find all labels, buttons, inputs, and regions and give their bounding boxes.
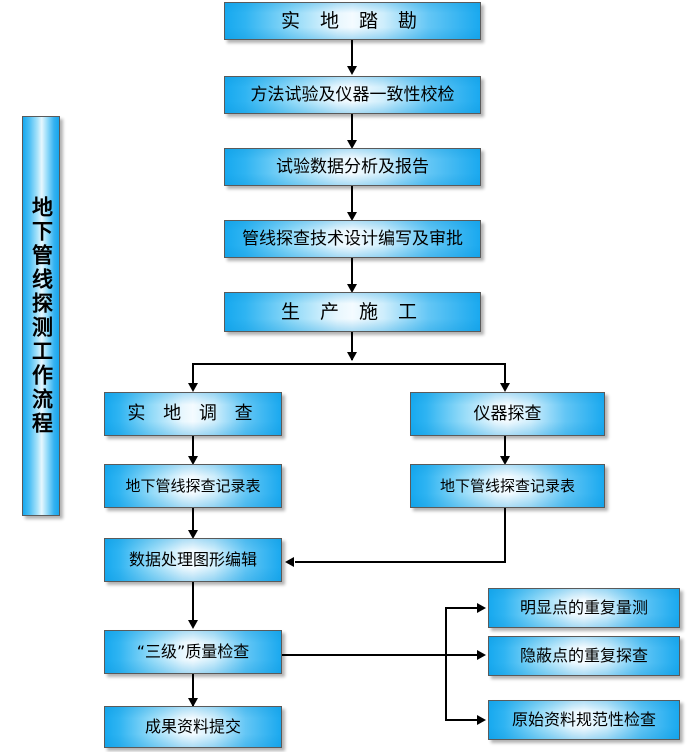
vertical-title-banner: 地下管线探测工作流程 [22,116,60,516]
node-method-test-label: 方法试验及仪器一致性校检 [250,84,455,105]
connector-quality-trunk [282,654,481,656]
node-site-survey-label: 实 地 踏 勘 [280,9,425,32]
connector-branch-right-drop [504,363,506,389]
arrowhead-right-record-to-processing [285,557,294,567]
arrowhead-instrument-to-record [500,456,510,465]
connector-right-record-to-processing [295,561,506,563]
arrowhead-field-to-record [188,456,198,465]
arrowhead-quality-to-rawdata [477,715,486,725]
arrowhead-analysis-to-design [347,212,357,221]
node-raw-data-standard-check-label: 原始资料规范性检查 [511,710,656,729]
node-instrument-detection[interactable]: 仪器探查 [410,392,605,436]
connector-field-to-record [192,436,194,462]
node-tech-design[interactable]: 管线探查技术设计编写及审批 [224,220,481,258]
node-result-submission-label: 成果资料提交 [144,717,241,736]
connector-quality-riser [445,607,447,721]
arrowhead-production-down [347,352,357,361]
node-site-survey[interactable]: 实 地 踏 勘 [224,2,481,40]
arrowhead-branch-right [500,383,510,392]
arrowhead-quality-to-result [188,698,198,707]
connector-right-record-drop [504,508,506,563]
connector-analysis-to-design [351,186,353,218]
vertical-title-label: 地下管线探测工作流程 [29,196,54,436]
connector-quality-to-result [192,674,194,706]
arrowhead-processing-to-quality [188,620,198,629]
node-data-analysis[interactable]: 试验数据分析及报告 [224,148,481,186]
node-tech-design-label: 管线探查技术设计编写及审批 [242,228,463,249]
connector-record-to-processing [192,508,194,536]
connector-production-down [351,332,353,360]
node-field-investigation[interactable]: 实 地 调 查 [104,392,282,436]
arrowhead-branch-left [188,383,198,392]
node-data-analysis-label: 试验数据分析及报告 [276,156,429,177]
node-result-submission[interactable]: 成果资料提交 [104,706,282,748]
connector-instrument-to-record [504,436,506,462]
arrowhead-site-to-method [347,66,357,75]
node-record-table-left[interactable]: 地下管线探查记录表 [104,464,282,508]
arrowhead-quality-to-hidden [477,650,486,660]
node-quality-check-label: “三级”质量检查 [136,642,250,661]
node-production[interactable]: 生 产 施 工 [224,292,481,332]
arrowhead-record-to-processing [188,530,198,539]
node-record-table-right[interactable]: 地下管线探查记录表 [410,464,605,508]
node-record-table-right-label: 地下管线探查记录表 [439,476,575,495]
connector-quality-to-obvious [445,607,481,609]
node-repeat-measure-obvious[interactable]: 明显点的重复量测 [488,588,680,628]
connector-processing-to-quality [192,582,194,626]
arrowhead-method-to-analysis [347,140,357,149]
connector-method-to-analysis [351,114,353,146]
connector-design-to-production [351,258,353,290]
node-method-test[interactable]: 方法试验及仪器一致性校检 [224,76,481,114]
connector-branch-left-drop [192,363,194,389]
node-record-table-left-label: 地下管线探查记录表 [125,476,261,495]
node-production-label: 生 产 施 工 [280,300,425,323]
node-instrument-detection-label: 仪器探查 [473,403,542,424]
node-repeat-detect-hidden[interactable]: 隐蔽点的重复探查 [488,636,680,676]
arrowhead-design-to-production [347,284,357,293]
connector-branch-bus [192,363,506,365]
node-data-processing-label: 数据处理图形编辑 [128,550,257,569]
node-data-processing[interactable]: 数据处理图形编辑 [104,538,282,582]
node-field-investigation-label: 实 地 调 查 [127,403,259,424]
connector-site-to-method [351,40,353,72]
node-quality-check[interactable]: “三级”质量检查 [104,630,282,674]
node-repeat-detect-hidden-label: 隐蔽点的重复探查 [519,646,648,665]
node-repeat-measure-obvious-label: 明显点的重复量测 [519,598,648,617]
node-raw-data-standard-check[interactable]: 原始资料规范性检查 [488,700,680,740]
connector-quality-to-rawdata [445,719,481,721]
arrowhead-quality-to-obvious [477,603,486,613]
